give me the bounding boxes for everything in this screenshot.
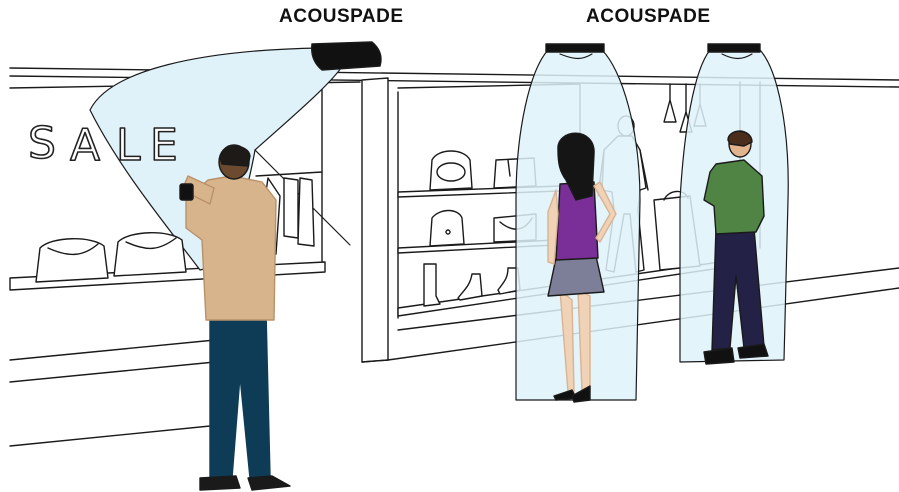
acouspade-speaker-left — [312, 42, 381, 70]
acouspade-speaker-right — [708, 44, 760, 52]
acouspade-speaker-middle — [546, 44, 604, 52]
sale-letter-e: E — [150, 120, 178, 171]
sale-letter-s: S — [28, 118, 56, 169]
sale-letter-a: A — [70, 120, 100, 171]
man-with-phone — [180, 145, 290, 490]
sale-letter-l: L — [116, 120, 141, 171]
